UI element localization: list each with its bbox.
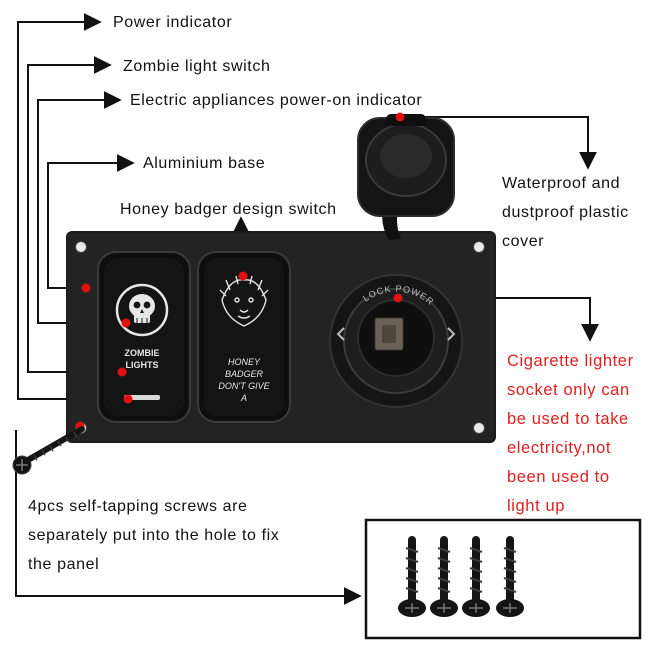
insert-screw — [12, 426, 85, 475]
power-indicator-light — [124, 395, 160, 400]
zombie-switch-label: Zombie light switch — [123, 58, 271, 75]
power-indicator-label: Power indicator — [113, 14, 233, 31]
screws-note-line-3: the panel — [28, 556, 100, 573]
badger-switch-text-2: BADGER — [225, 369, 264, 379]
socket-note: Cigarette lighter socket only can be use… — [507, 347, 634, 521]
zombie-switch-text-1: ZOMBIE — [125, 348, 160, 358]
socket-note-line-5: been used to — [507, 468, 610, 486]
screws-note-line-1: 4pcs self-tapping screws are — [28, 498, 248, 515]
callout-markers — [75, 112, 405, 431]
socket-note-line-1: Cigarette lighter — [507, 352, 634, 370]
marker-base — [81, 283, 91, 293]
waterproof-cover — [357, 114, 455, 240]
badger-switch-text-3: DON'T GIVE — [218, 381, 270, 391]
screw-2 — [430, 536, 458, 617]
screw-4 — [496, 536, 524, 617]
socket-note-line-3: be used to take — [507, 410, 629, 428]
marker-appliance-indicator — [121, 318, 131, 328]
marker-badger-switch — [238, 271, 248, 281]
screws-box — [364, 518, 642, 640]
marker-zombie-switch — [117, 367, 127, 377]
aluminium-base-label: Aluminium base — [143, 155, 266, 172]
honey-badger-switch-label: Honey badger design switch — [120, 201, 337, 218]
waterproof-cover-line-2: dustproof plastic — [502, 204, 629, 221]
socket-note-line-4: electricity,not — [507, 439, 612, 457]
marker-socket — [393, 293, 403, 303]
waterproof-cover-line-3: cover — [502, 233, 545, 250]
zombie-rocker-switch: ZOMBIE LIGHTS — [97, 251, 191, 423]
honey-badger-emblem — [219, 275, 269, 327]
screws-note-line-2: separately put into the hole to fix — [28, 527, 280, 544]
screw-1 — [398, 536, 426, 617]
honey-badger-rocker-switch: HONEY BADGER DON'T GIVE A — [197, 251, 291, 423]
zombie-switch-text-2: LIGHTS — [126, 360, 159, 370]
socket-note-line-6: light up — [507, 497, 566, 515]
waterproof-cover-line-1: Waterproof and — [502, 175, 621, 192]
screw-3 — [462, 536, 490, 617]
badger-switch-text-1: HONEY — [228, 357, 261, 367]
cigarette-lighter-socket: LOCK POWER — [329, 274, 463, 408]
appliance-indicator-label: Electric appliances power-on indicator — [130, 92, 423, 109]
waterproof-cover-label: Waterproof and dustproof plastic cover — [502, 169, 629, 256]
socket-note-line-2: socket only can — [507, 381, 630, 399]
badger-switch-text-4: A — [240, 393, 247, 403]
marker-cover — [395, 112, 405, 122]
marker-power-indicator — [123, 394, 133, 404]
screws-note: 4pcs self-tapping screws are separately … — [28, 492, 279, 579]
